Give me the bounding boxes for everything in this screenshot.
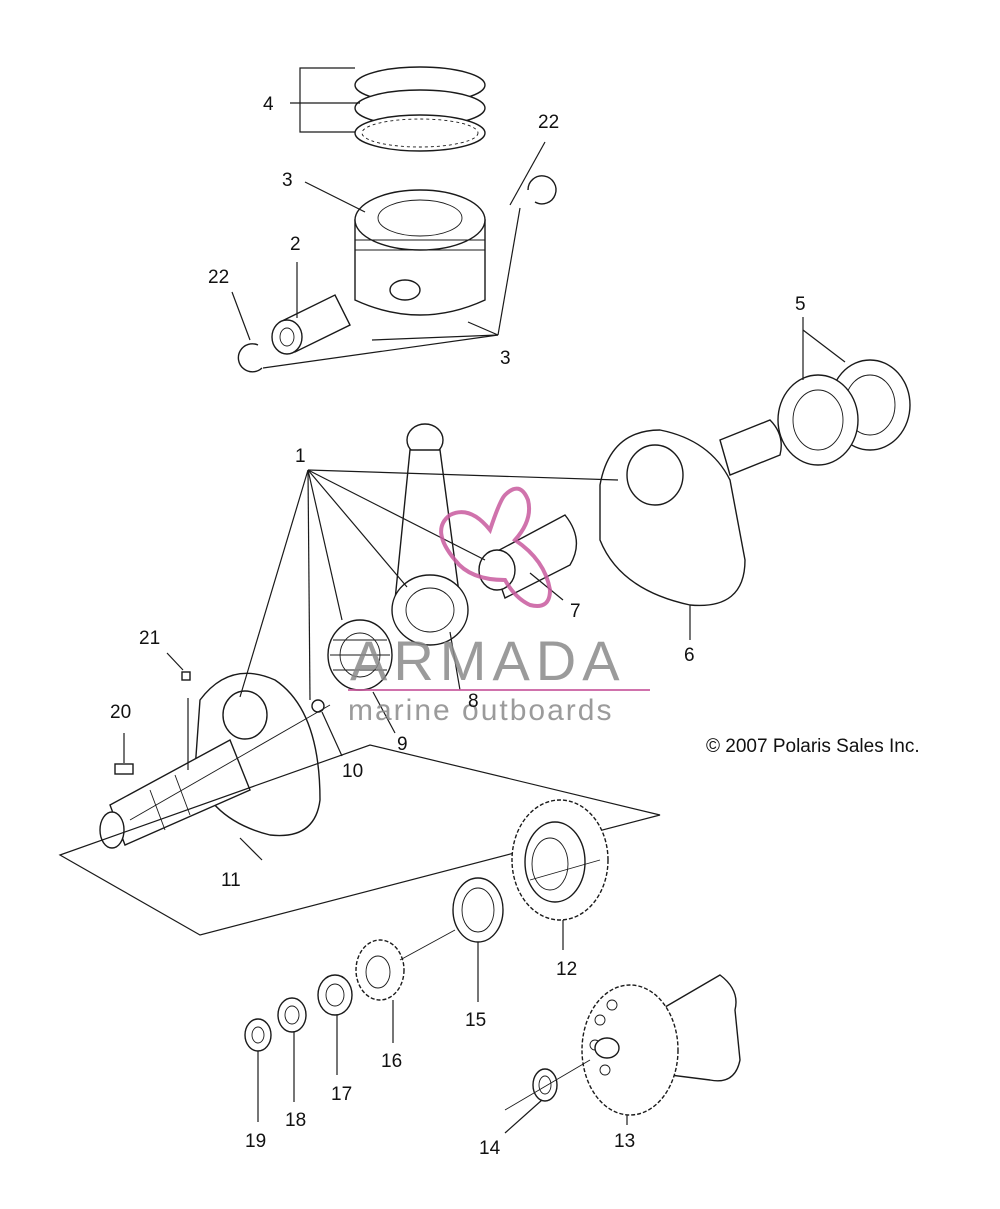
callout-22: 22 (208, 267, 229, 288)
hex-nut (244, 1018, 272, 1052)
callout-5: 5 (795, 294, 806, 315)
callout-10: 10 (342, 761, 363, 782)
callout-2: 2 (290, 234, 301, 255)
dowel-pin (311, 699, 325, 713)
callout-16: 16 (381, 1051, 402, 1072)
callout-labels: 1 2 3 3 4 5 6 7 8 9 10 11 12 13 14 15 16… (110, 94, 806, 1159)
callout-19: 19 (245, 1131, 266, 1152)
callout-11: 11 (221, 870, 241, 891)
slotted-nut (317, 974, 353, 1016)
drive-gear (511, 799, 609, 921)
copyright-notice: © 2007 Polaris Sales Inc. (706, 736, 920, 757)
main-bearings (777, 359, 911, 466)
watermark-tagline: marine outboards (348, 694, 613, 727)
callout-13: 13 (614, 1131, 635, 1152)
circlip-left (237, 343, 263, 373)
callout-6: 6 (684, 645, 695, 666)
callout-15: 15 (465, 1010, 486, 1031)
key (181, 671, 191, 681)
callout-8: 8 (468, 691, 479, 712)
lock-washer (277, 997, 307, 1033)
callout-12: 12 (556, 959, 577, 980)
watermark: ARMADA marine outboards (348, 486, 650, 727)
callout-1: 1 (295, 446, 306, 467)
callout-17: 17 (331, 1084, 352, 1105)
shim-washer (532, 1068, 558, 1102)
crank-pin (478, 514, 578, 599)
piston-pin (271, 294, 351, 355)
callout-14: 14 (479, 1138, 501, 1159)
callout-22: 22 (538, 112, 559, 133)
watermark-brand: ARMADA (350, 629, 626, 692)
axis-lines (129, 704, 601, 1111)
connecting-rod (391, 423, 469, 646)
subassembly-outline (58, 744, 661, 936)
leader-lines (123, 67, 846, 1134)
balance-shaft (581, 974, 741, 1116)
thrust-washer (452, 877, 504, 943)
callout-21: 21 (139, 628, 160, 649)
callout-3: 3 (500, 348, 511, 369)
circlip-right (527, 175, 557, 205)
callout-18: 18 (285, 1110, 306, 1131)
callout-3: 3 (282, 170, 293, 191)
piston-rings (354, 66, 486, 152)
callout-4: 4 (263, 94, 274, 115)
crank-half-right (599, 419, 782, 607)
piston (354, 189, 486, 316)
sprocket (355, 939, 405, 1001)
crank-half-left (99, 672, 321, 849)
callout-9: 9 (397, 734, 408, 755)
callout-20: 20 (110, 702, 131, 723)
callout-7: 7 (570, 601, 581, 622)
propeller-logo (439, 486, 553, 608)
woodruff-key (114, 763, 134, 775)
